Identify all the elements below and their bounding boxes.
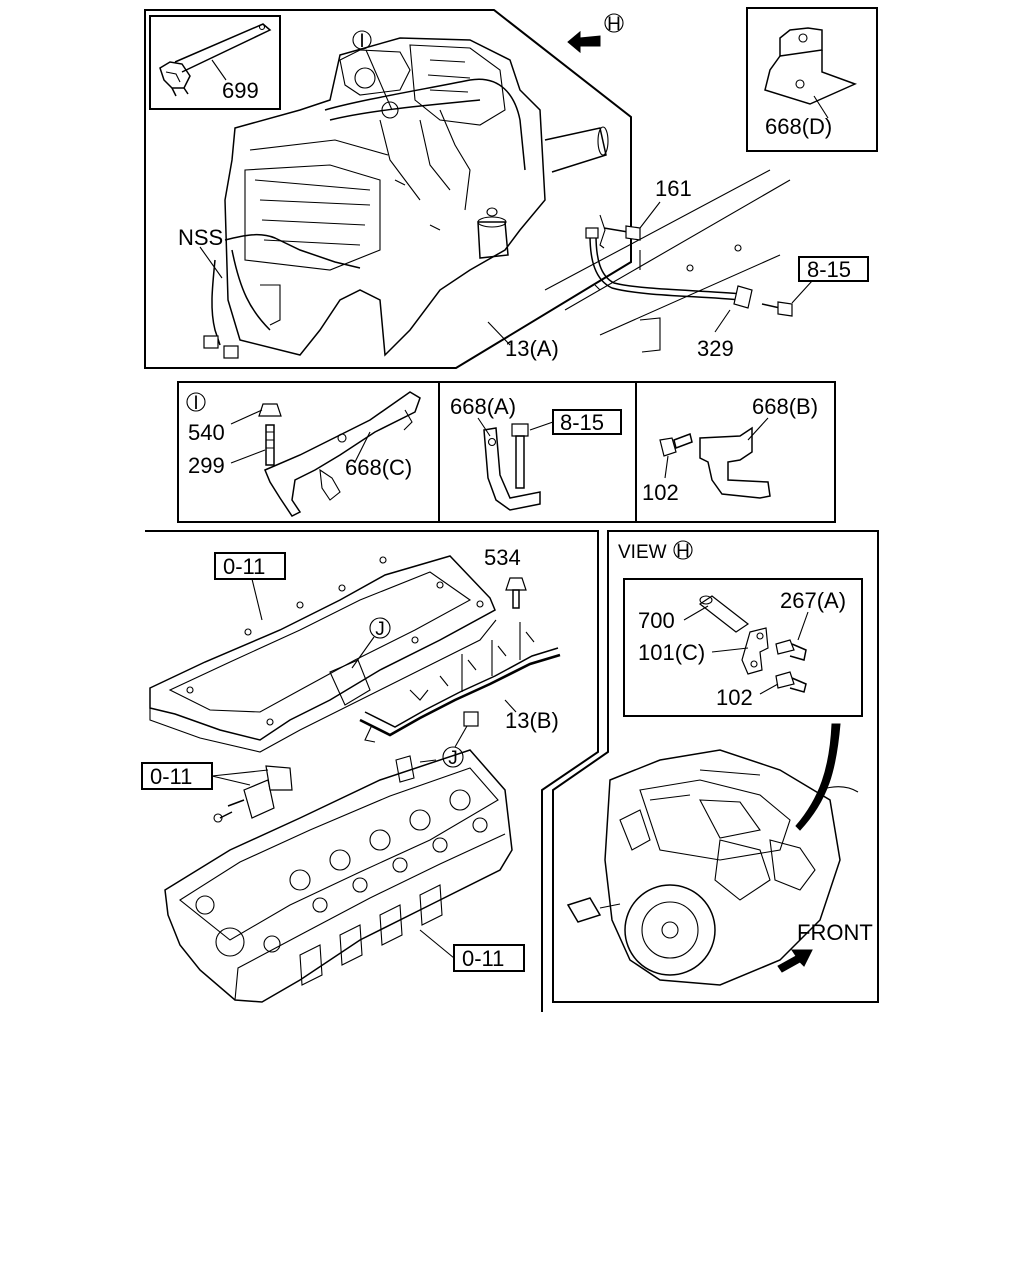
view-inset-box [623,578,863,717]
callout-i-top: I [359,31,364,52]
inset-699-box [149,15,281,110]
view-title: VIEW [618,542,667,563]
part-label-161: 161 [655,176,692,201]
callout-j-upper-circle [369,617,391,639]
part-label-534: 534 [484,545,521,570]
part-label-700: 700 [638,608,675,633]
bracket-668d-drawing [764,27,858,105]
callout-h-title-circle [673,540,693,560]
clip-699-drawing [159,23,272,97]
ref-label-0-11-left: 0-11 [150,764,192,789]
leader-nss [199,246,223,279]
front-arrow-icon [777,949,813,973]
cylinder-head-panel: 0-11 534 13(B) J J 0-1 [141,530,599,1012]
engine-harness-panel: 699 [144,9,632,369]
part-label-101c: 101(C) [638,640,705,665]
bolt-8-15-mid-drawing [511,423,529,437]
part-label-102-view: 102 [716,685,753,710]
view-h-panel: VIEW H 700 267(A) 101(C) 102 [552,530,879,1003]
callout-i-panel-circle [186,392,206,412]
part-label-540: 540 [188,420,225,445]
view-arrow-icon [567,30,601,54]
bracket-668c-drawing [264,391,421,517]
callout-j-lower: J [448,748,458,769]
bracket-668b-drawing [699,426,771,499]
part-label-668c: 668(C) [345,455,412,480]
bracket-668a-drawing [483,427,541,511]
callout-i-top-circle [352,30,372,50]
detail-i-panel: I 540 299 668(C) [186,391,421,517]
ref-box-8-15-top [798,256,869,282]
part-label-668a: 668(A) [450,394,516,419]
sensor-drawing [213,765,293,823]
engine-view-drawing [566,749,859,986]
injector-harness-drawing [359,622,561,743]
callout-i-panel: I [193,393,198,414]
part-label-13a: 13(A) [505,336,559,361]
part-label-668b: 668(B) [752,394,818,419]
ref-label-8-15-top: 8-15 [807,257,851,282]
cylinder-head-drawing [164,749,513,1003]
callout-h-top: H [607,14,621,35]
engine-top-drawing [203,37,609,359]
part-label-nss: NSS [178,225,223,250]
bolt-102-mid-drawing [659,437,677,457]
ref-label-0-11-bottom: 0-11 [462,946,504,971]
ground-strap-area: 161 329 8-15 [544,169,869,361]
part-label-299: 299 [188,453,225,478]
head-cover-drawing [149,555,497,753]
ref-box-0-11-top [214,552,286,580]
stud-299-drawing [265,424,275,466]
part-label-13b: 13(B) [505,708,559,733]
leader-13a [487,321,511,346]
part-label-102-mid: 102 [642,480,679,505]
callout-h-title: H [676,541,690,562]
part-label-699: 699 [222,78,259,103]
inset-pointer [795,723,841,831]
part-label-668d: 668(D) [765,114,832,139]
ref-label-8-15-mid: 8-15 [560,410,604,435]
bracket-668d-panel: 668(D) [746,7,878,152]
front-label: FRONT [797,920,873,945]
part-label-329: 329 [697,336,734,361]
view-inset-drawing [698,595,807,693]
detail-668b-panel: 668(B) 102 [642,394,818,505]
leader-699 [211,59,227,81]
callout-j-upper: J [375,619,385,640]
callout-h-top-circle [604,13,624,33]
callout-j-lower-circle [442,746,464,768]
detail-strip: I 540 299 668(C) 668(A) 8-15 [177,381,836,523]
nut-540-drawing [258,403,282,417]
detail-668a-panel: 668(A) 8-15 [450,394,622,511]
part-label-267a: 267(A) [780,588,846,613]
ref-label-0-11-top: 0-11 [223,554,265,579]
bolt-534-drawing [505,577,527,591]
